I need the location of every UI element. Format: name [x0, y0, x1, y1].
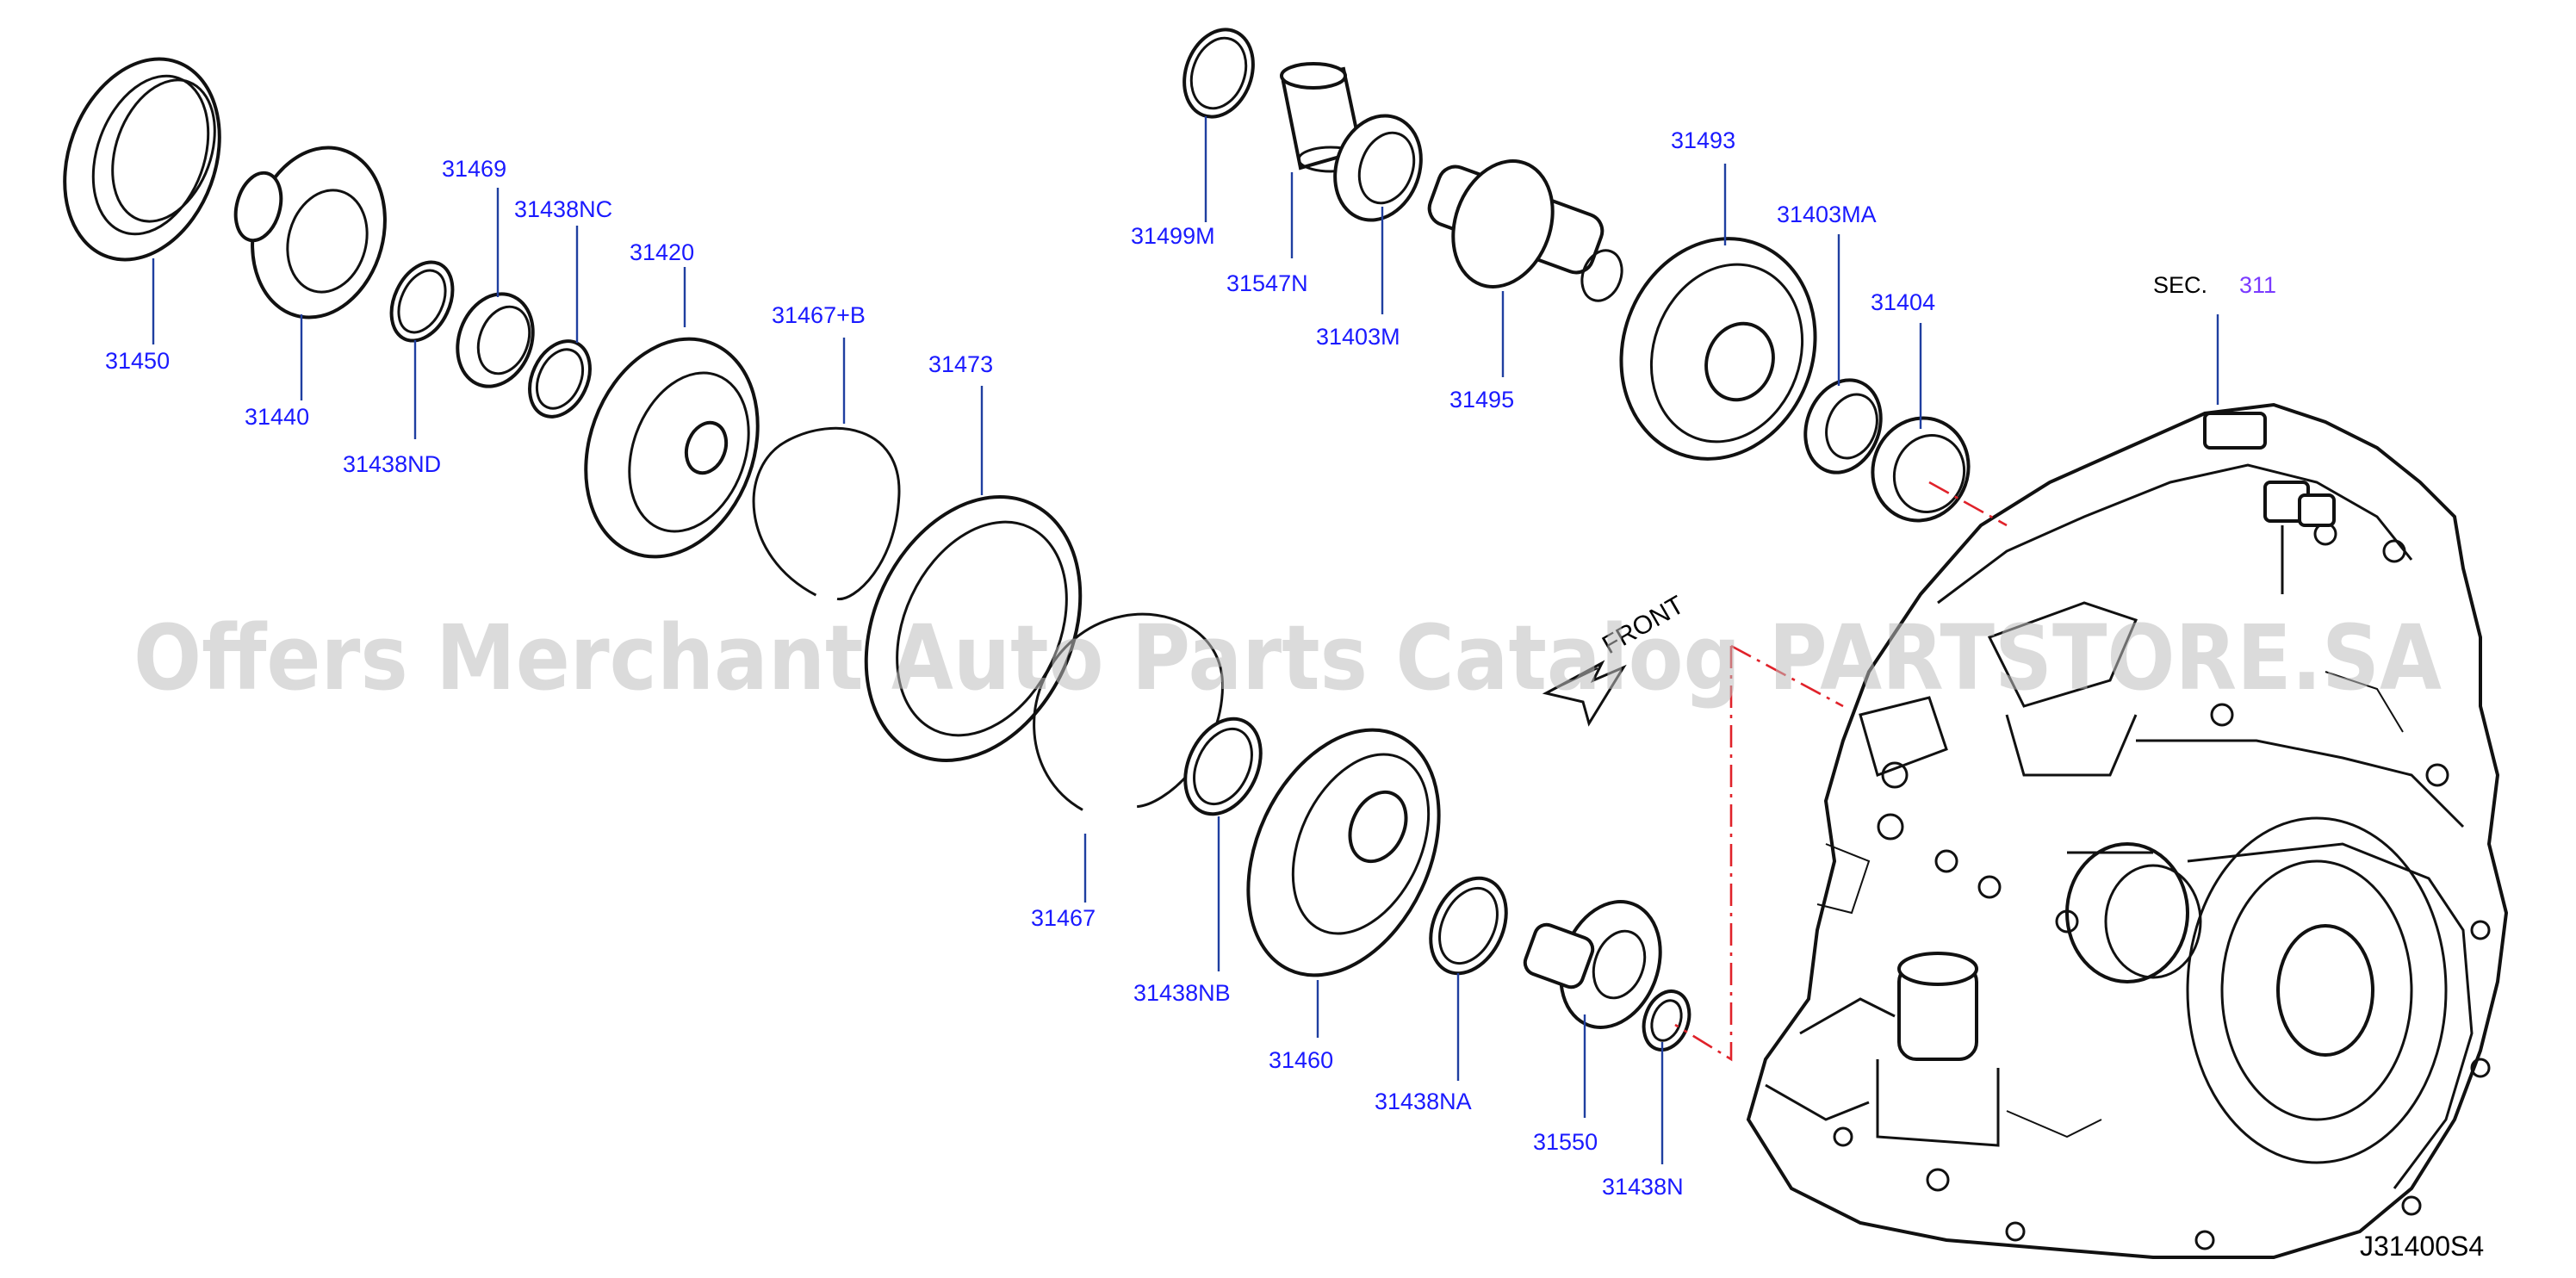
transmission-housing	[1746, 402, 2509, 1259]
part-label-31467[interactable]: 31467	[1031, 905, 1096, 931]
part-label-31469[interactable]: 31469	[442, 156, 506, 182]
part-labels: 31450 31440 31469 31438NC 31438ND 31420 …	[105, 127, 2276, 1200]
section-prefix: SEC.	[2153, 272, 2207, 298]
part-31403M-shape	[1333, 114, 1423, 222]
part-label-31440[interactable]: 31440	[245, 404, 309, 430]
part-31403MA-shape	[1803, 378, 1883, 475]
alignment-lines	[1674, 481, 2008, 1062]
part-31450-shape	[63, 57, 221, 262]
part-label-31420[interactable]: 31420	[630, 239, 694, 265]
part-31467B-shape	[752, 426, 901, 600]
part-label-31493[interactable]: 31493	[1671, 127, 1735, 153]
part-label-31438NC[interactable]: 31438NC	[514, 196, 612, 222]
part-label-31403M[interactable]: 31403M	[1316, 324, 1400, 350]
part-31438NC-shape	[528, 339, 592, 419]
part-label-31404[interactable]: 31404	[1871, 289, 1935, 315]
part-label-31467B[interactable]: 31467+B	[772, 302, 866, 328]
part-label-31495[interactable]: 31495	[1449, 387, 1514, 413]
part-31493-shape	[1619, 237, 1817, 461]
part-31438N-shape	[1642, 990, 1691, 1052]
part-31473-shape	[864, 495, 1083, 762]
diagram-code: J31400S4	[2360, 1231, 2484, 1262]
part-label-31450[interactable]: 31450	[105, 348, 170, 374]
part-label-31438ND[interactable]: 31438ND	[343, 451, 441, 477]
part-label-31499M[interactable]: 31499M	[1131, 223, 1215, 249]
part-31547N-shape	[1280, 62, 1364, 173]
part-31550-shape	[1523, 900, 1662, 1029]
section-number-link[interactable]: 311	[2239, 272, 2276, 298]
part-label-31550[interactable]: 31550	[1533, 1129, 1598, 1155]
part-31440-shape	[233, 146, 387, 320]
part-label-31547N[interactable]: 31547N	[1226, 270, 1308, 296]
part-label-31460[interactable]: 31460	[1269, 1047, 1333, 1073]
part-label-31438N[interactable]: 31438N	[1602, 1174, 1684, 1200]
front-arrow-icon	[1542, 660, 1627, 727]
part-31438NA-shape	[1429, 876, 1508, 976]
part-label-31438NA[interactable]: 31438NA	[1375, 1089, 1472, 1114]
part-31495-shape	[1427, 159, 1623, 302]
part-label-31473[interactable]: 31473	[928, 351, 993, 377]
watermark: Offers Merchant Auto Parts Catalog PARTS…	[133, 605, 2442, 710]
part-31499M-shape	[1182, 28, 1255, 119]
part-label-31403MA[interactable]: 31403MA	[1777, 202, 1877, 227]
leader-lines	[152, 116, 2219, 1164]
part-label-31438NB[interactable]: 31438NB	[1133, 980, 1231, 1006]
part-31420-shape	[584, 337, 760, 559]
part-31438ND-shape	[389, 260, 455, 343]
part-31404-shape	[1871, 416, 1971, 523]
part-31460-shape	[1246, 728, 1441, 977]
part-31438NB-shape	[1183, 717, 1263, 816]
part-31469-shape	[456, 292, 535, 388]
